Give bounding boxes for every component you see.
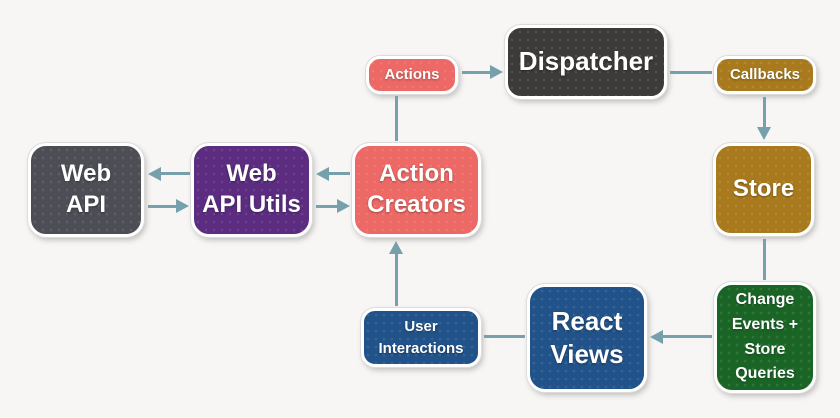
node-label: Change <box>735 290 795 308</box>
node-label: API <box>65 191 106 218</box>
arrowhead-left-icon <box>316 167 329 181</box>
node-label: API Utils <box>202 191 301 218</box>
node-callbacks: Callbacks <box>714 56 816 94</box>
arrowhead-left-icon <box>650 330 663 344</box>
edge-store-to-change-events <box>763 239 766 280</box>
edge-action-creators-to-actions <box>395 96 398 141</box>
node-actions: Actions <box>366 56 458 94</box>
arrowhead-down-icon <box>757 127 771 140</box>
node-label: Events + <box>731 315 799 333</box>
node-label: Views <box>550 339 624 369</box>
node-label: Actions <box>384 66 440 84</box>
node-web-api-utils: Web API Utils <box>191 143 312 237</box>
edge-react-views-to-user-interactions <box>484 335 525 338</box>
node-label: React <box>551 305 623 336</box>
node-label: Action <box>379 160 454 188</box>
node-label: Creators <box>367 191 466 218</box>
node-react-views: React Views <box>527 284 647 392</box>
edge-web-api-utils-to-action-creators <box>316 205 337 208</box>
edge-dispatcher-to-callbacks <box>670 71 712 74</box>
arrowhead-right-icon <box>337 199 350 213</box>
node-label: Store <box>744 340 786 358</box>
node-label: Web <box>60 160 112 188</box>
node-store: Store <box>713 143 814 236</box>
node-label: Dispatcher <box>518 46 654 77</box>
edge-callbacks-to-store <box>763 97 766 127</box>
arrowhead-right-icon <box>490 65 503 79</box>
edge-web-api-utils-to-web-api <box>161 172 190 175</box>
node-user-interactions: User Interactions <box>361 308 481 367</box>
node-label: Queries <box>735 365 795 383</box>
edge-user-interactions-to-action-creators <box>395 254 398 306</box>
arrowhead-right-icon <box>176 199 189 213</box>
edge-actions-to-dispatcher <box>462 71 491 74</box>
edge-action-creators-to-web-api-utils <box>329 172 350 175</box>
edge-web-api-to-web-api-utils <box>148 205 176 208</box>
edge-change-events-to-react-views <box>663 335 712 338</box>
node-label: User <box>404 317 438 335</box>
node-dispatcher: Dispatcher <box>505 25 667 99</box>
node-label: Store <box>732 175 795 203</box>
node-label: Interactions <box>378 339 464 357</box>
node-action-creators: Action Creators <box>352 143 481 237</box>
node-change-events-store-queries: Change Events + Store Queries <box>714 282 816 393</box>
node-web-api: Web API <box>28 143 144 237</box>
node-label: Web <box>226 160 277 188</box>
node-label: Callbacks <box>729 66 801 84</box>
arrowhead-up-icon <box>389 241 403 254</box>
arrowhead-left-icon <box>148 167 161 181</box>
